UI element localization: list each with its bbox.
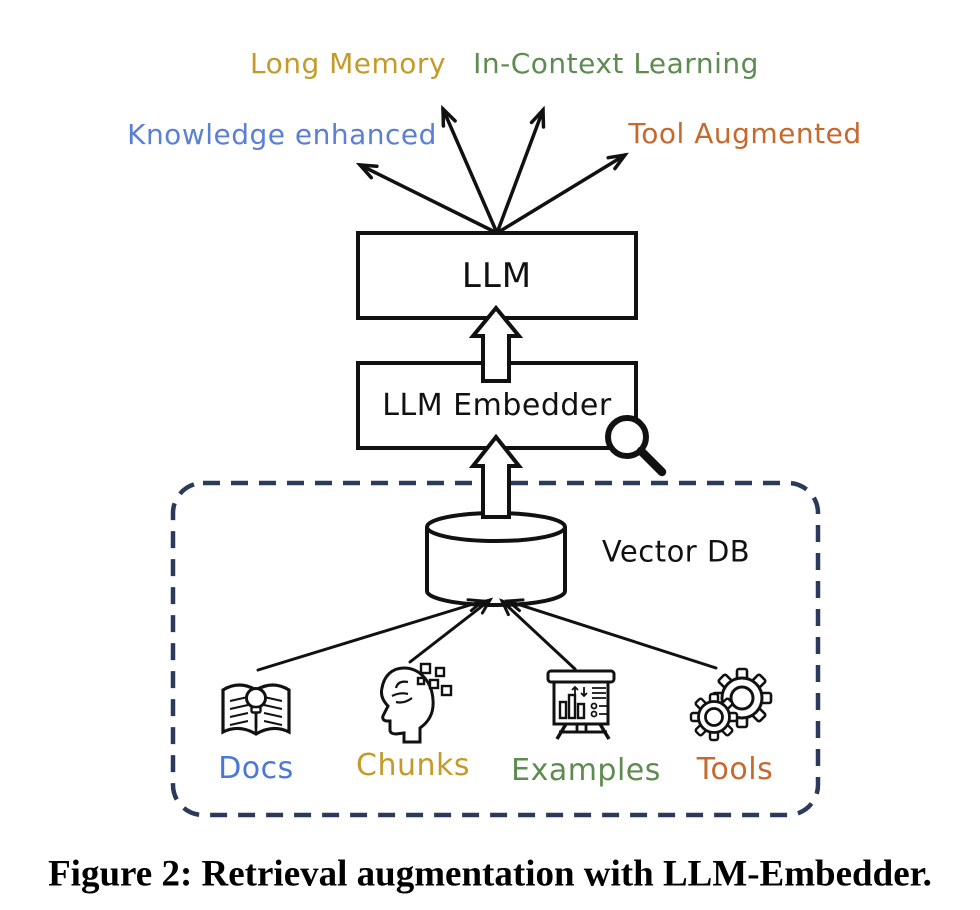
llm-box-label: LLM — [461, 256, 533, 296]
source-label-tools: Tools — [696, 752, 774, 787]
llm-capability-arrows — [355, 104, 629, 235]
arrow-long-memory — [441, 107, 499, 235]
source-label-examples: Examples — [511, 753, 661, 788]
arrow-tool-augmented — [495, 153, 627, 235]
source-label-docs: Docs — [218, 751, 294, 786]
arrowhead-tools — [504, 598, 525, 613]
label-tool-augmented: Tool Augmented — [628, 117, 862, 150]
arrowhead-tool-augmented — [606, 152, 629, 171]
block-arrow-embedder-to-llm — [468, 304, 524, 383]
presentation-chart-icon — [546, 669, 616, 740]
magnifier-icon — [605, 415, 667, 477]
gear-small — [689, 692, 739, 742]
arrowhead-knowledge-enhanced — [355, 162, 379, 180]
label-in-context-learning: In-Context Learning — [473, 47, 759, 80]
label-long-memory: Long Memory — [249, 47, 447, 80]
source-label-chunks: Chunks — [356, 748, 470, 783]
vector-db-label: Vector DB — [601, 534, 751, 569]
figure-caption: Figure 2: Retrieval augmentation with LL… — [48, 853, 932, 895]
llm-embedder-box-label: LLM Embedder — [382, 388, 612, 423]
block-arrow-vectordb-to-embedder — [468, 433, 524, 519]
gears-icon — [689, 667, 773, 742]
book-lightbulb-icon — [221, 683, 291, 736]
vector-db-cylinder — [425, 511, 567, 607]
arrowhead-chunks — [474, 597, 494, 615]
llm-box — [356, 231, 638, 320]
label-knowledge-enhanced: Knowledge enhanced — [127, 118, 437, 151]
arrow-docs-to-db — [256, 599, 485, 672]
arrowhead-in-context-learning — [529, 105, 546, 129]
arrowhead-long-memory — [441, 104, 457, 128]
arrow-tools-to-db — [506, 599, 718, 670]
arrow-examples-to-db — [500, 599, 577, 671]
cylinder-top-ellipse — [425, 526, 567, 543]
arrow-knowledge-enhanced — [358, 163, 499, 235]
arrow-in-context-learning — [495, 108, 545, 235]
head-chunks-icon — [380, 662, 453, 744]
cylinder-body — [425, 511, 567, 607]
arrow-chunks-to-db — [408, 598, 492, 664]
source-arrows — [256, 597, 718, 672]
